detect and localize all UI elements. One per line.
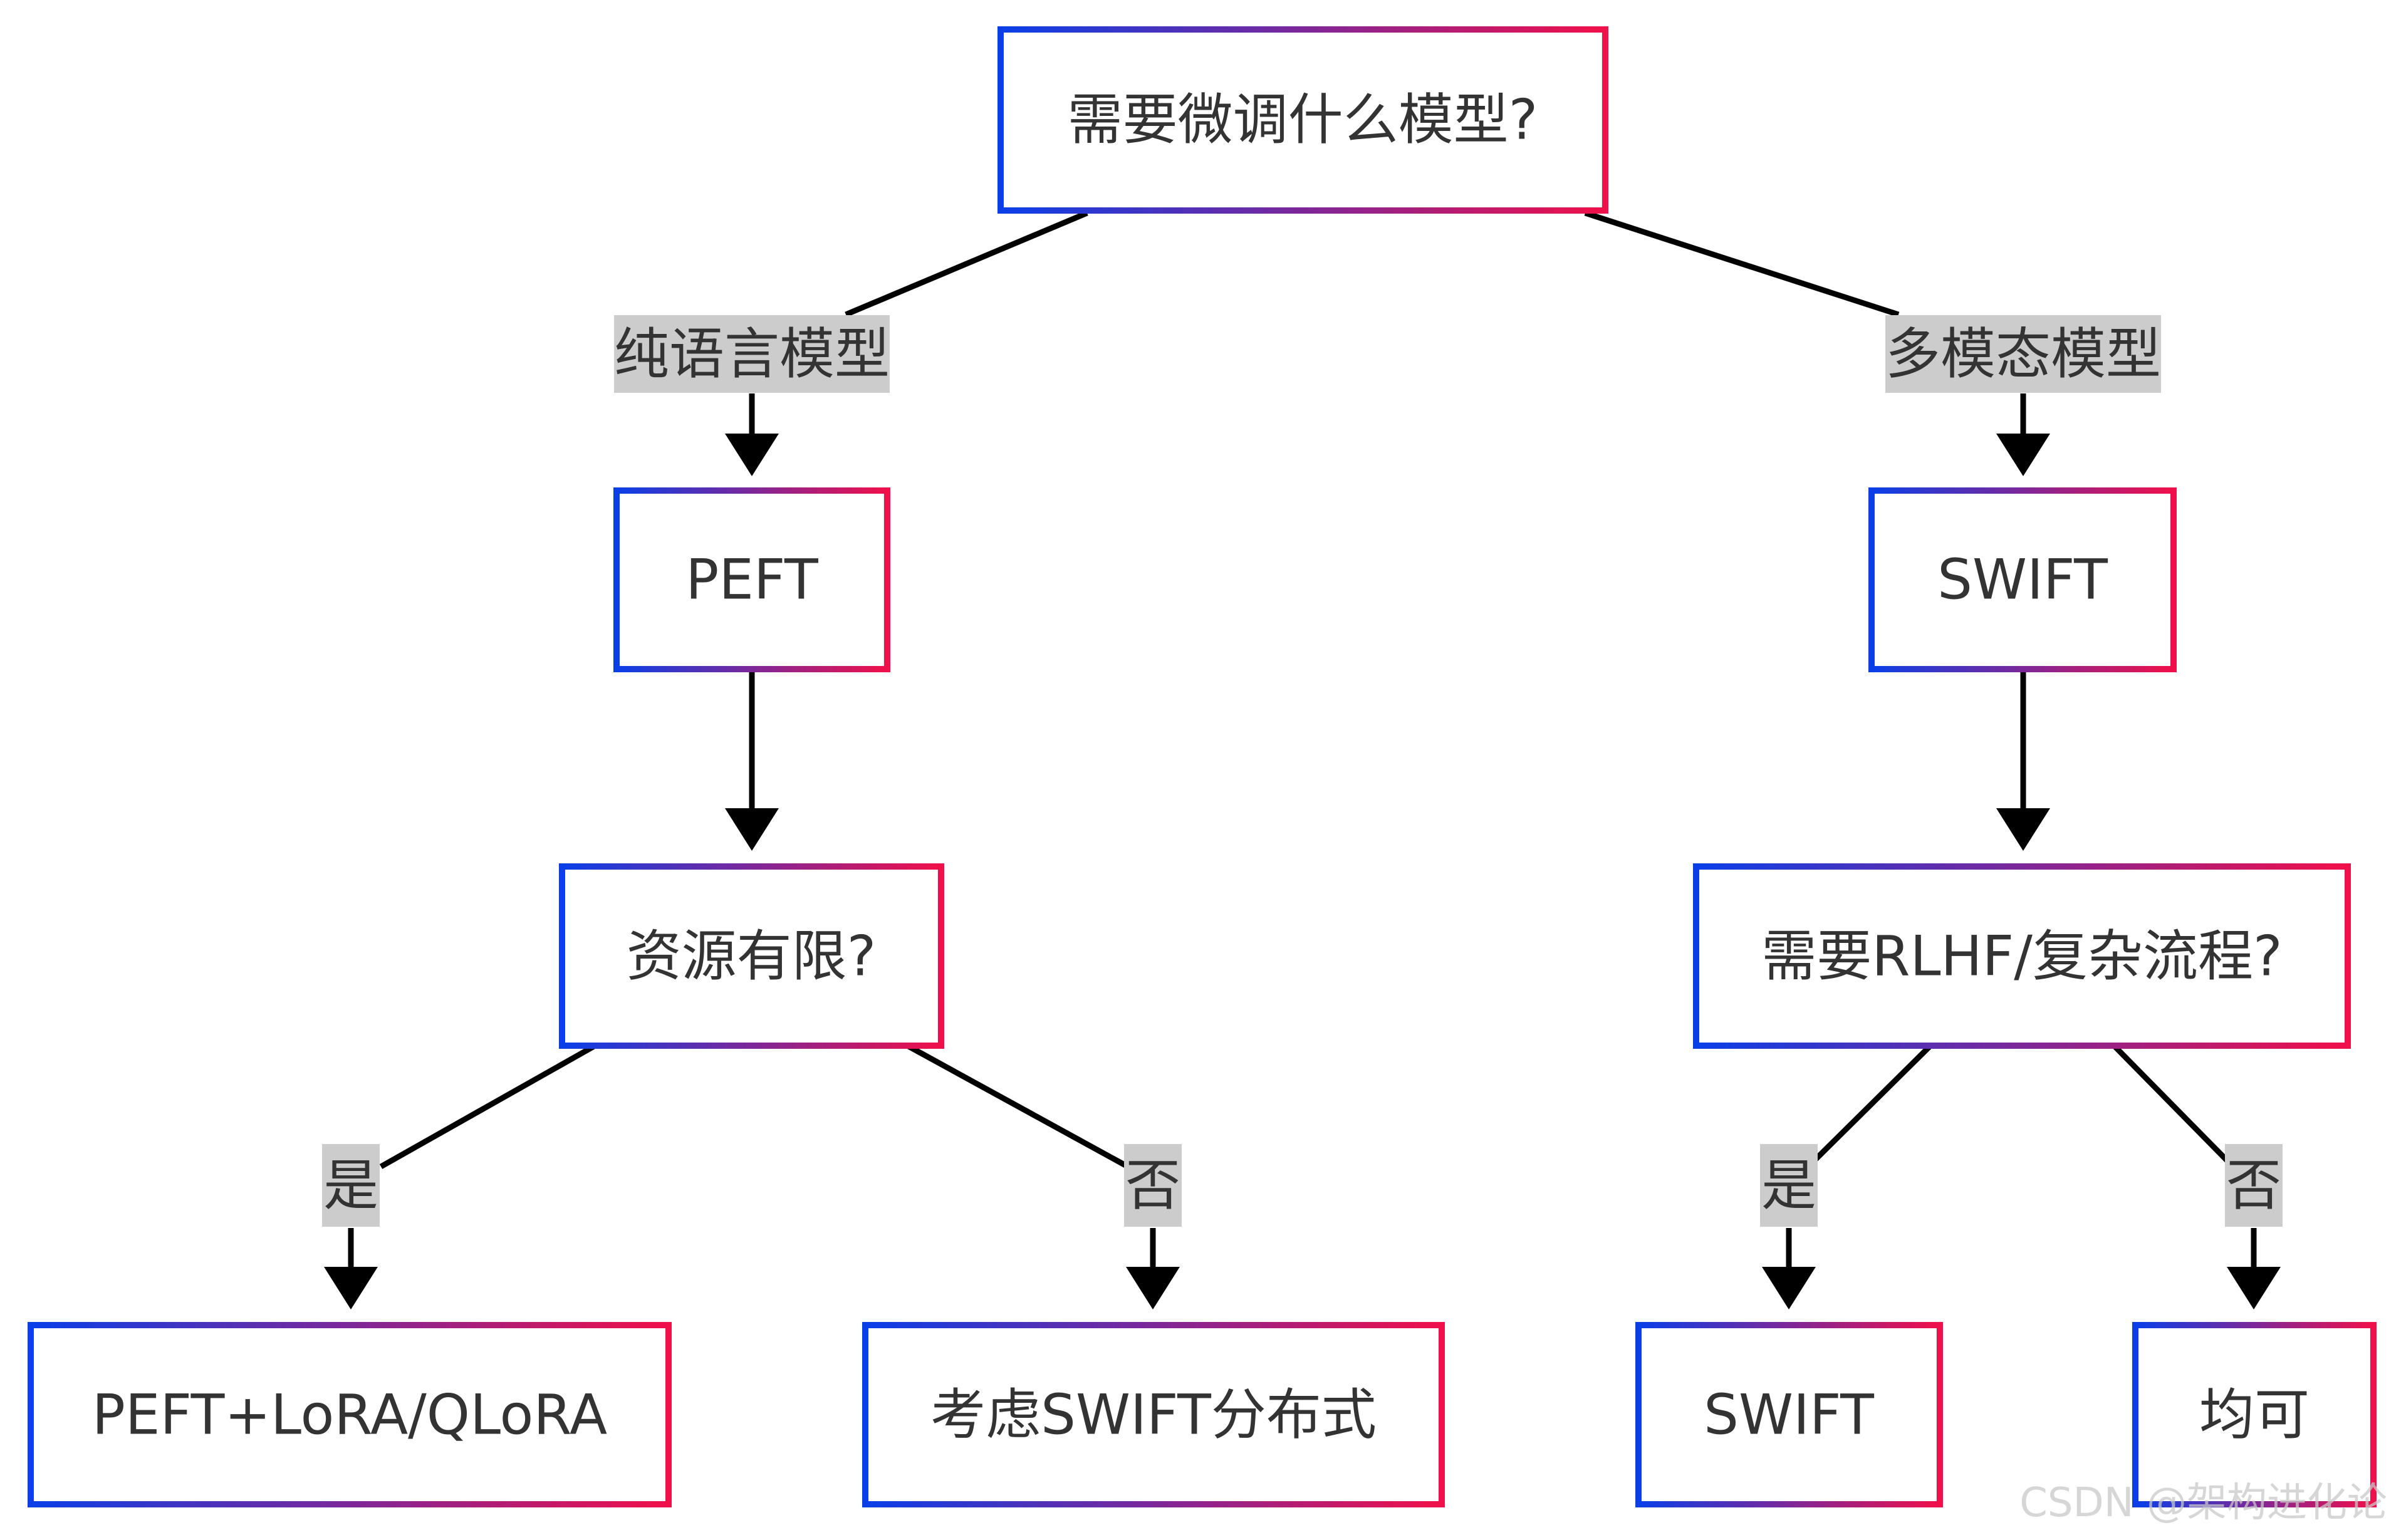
edge-root-to-swift: 多模态模型 — [1584, 210, 2161, 476]
edge-swift-to-rlhf — [1996, 670, 2050, 851]
edge-resource-yes: 是 — [322, 1044, 596, 1309]
node-box — [1635, 1322, 1943, 1507]
node-box — [2132, 1322, 2377, 1507]
node-box — [997, 26, 1608, 214]
nodes: 需要微调什么模型? PEFT SWIFT 资源有限? 需要RLHF/复杂流程? … — [28, 26, 2377, 1507]
watermark: CSDN @架构进化论 — [2019, 1480, 2387, 1526]
edge-line — [2112, 1044, 2233, 1167]
edge-line — [907, 1044, 1130, 1169]
arrow-head — [2227, 1267, 2281, 1309]
edge-peft-to-resource — [725, 670, 779, 851]
node-label: 考虑SWIFT分布式 — [930, 1383, 1377, 1447]
edge-line — [1808, 1044, 1932, 1167]
node-label: PEFT — [685, 548, 819, 612]
node-box — [1693, 863, 2351, 1049]
arrow-head — [725, 434, 779, 476]
arrow-head — [324, 1267, 378, 1309]
node-label: 均可 — [2199, 1383, 2310, 1447]
node-rlhf-question: 需要RLHF/复杂流程? — [1693, 863, 2351, 1049]
node-label: PEFT+LoRA/QLoRA — [92, 1383, 607, 1447]
node-resource-limited: 资源有限? — [559, 863, 944, 1049]
edge-label-pure-language-model: 纯语言模型 — [614, 322, 890, 387]
arrow-head — [1996, 434, 2050, 476]
edge-line — [1584, 210, 1900, 318]
edge-label-multimodal-model: 多模态模型 — [1885, 322, 2161, 387]
node-box — [559, 863, 944, 1049]
arrow-head — [1126, 1267, 1180, 1309]
edge-label-yes: 是 — [1761, 1153, 1816, 1218]
edge-label-background — [1885, 315, 2161, 393]
node-label: SWIFT — [1937, 548, 2108, 612]
node-swift-distributed: 考虑SWIFT分布式 — [862, 1322, 1445, 1507]
node-label: SWIFT — [1704, 1383, 1875, 1447]
edges: 纯语言模型 多模态模型 是 — [322, 210, 2283, 1309]
node-label: 资源有限? — [627, 924, 877, 989]
arrow-head — [725, 808, 779, 851]
edge-label-background — [614, 315, 890, 393]
edge-label-background — [1760, 1144, 1818, 1227]
node-swift-leaf: SWIFT — [1635, 1322, 1943, 1507]
node-box — [862, 1322, 1445, 1507]
node-swift: SWIFT — [1868, 487, 2177, 672]
edge-label-no: 否 — [2226, 1153, 2281, 1218]
node-label: 需要微调什么模型? — [1068, 88, 1538, 152]
edge-label-yes: 是 — [323, 1153, 378, 1218]
node-box — [613, 487, 890, 672]
edge-line — [379, 1044, 596, 1169]
node-label: 需要RLHF/复杂流程? — [1761, 924, 2282, 989]
edge-label-background — [2225, 1144, 2283, 1227]
edge-label-no: 否 — [1125, 1153, 1180, 1218]
edge-root-to-peft: 纯语言模型 — [614, 210, 1088, 476]
edge-line — [845, 210, 1088, 318]
node-box — [28, 1322, 672, 1507]
edge-resource-no: 否 — [907, 1044, 1182, 1309]
node-peft-lora-qlora: PEFT+LoRA/QLoRA — [28, 1322, 672, 1507]
node-root-question: 需要微调什么模型? — [997, 26, 1608, 214]
node-peft: PEFT — [613, 487, 890, 672]
node-box — [1868, 487, 2177, 672]
arrow-head — [1762, 1267, 1816, 1309]
edge-rlhf-yes: 是 — [1760, 1044, 1932, 1309]
edge-label-background — [322, 1144, 380, 1227]
arrow-head — [1996, 808, 2050, 851]
edge-label-background — [1124, 1144, 1182, 1227]
edge-rlhf-no: 否 — [2112, 1044, 2283, 1309]
node-either: 均可 — [2132, 1322, 2377, 1507]
